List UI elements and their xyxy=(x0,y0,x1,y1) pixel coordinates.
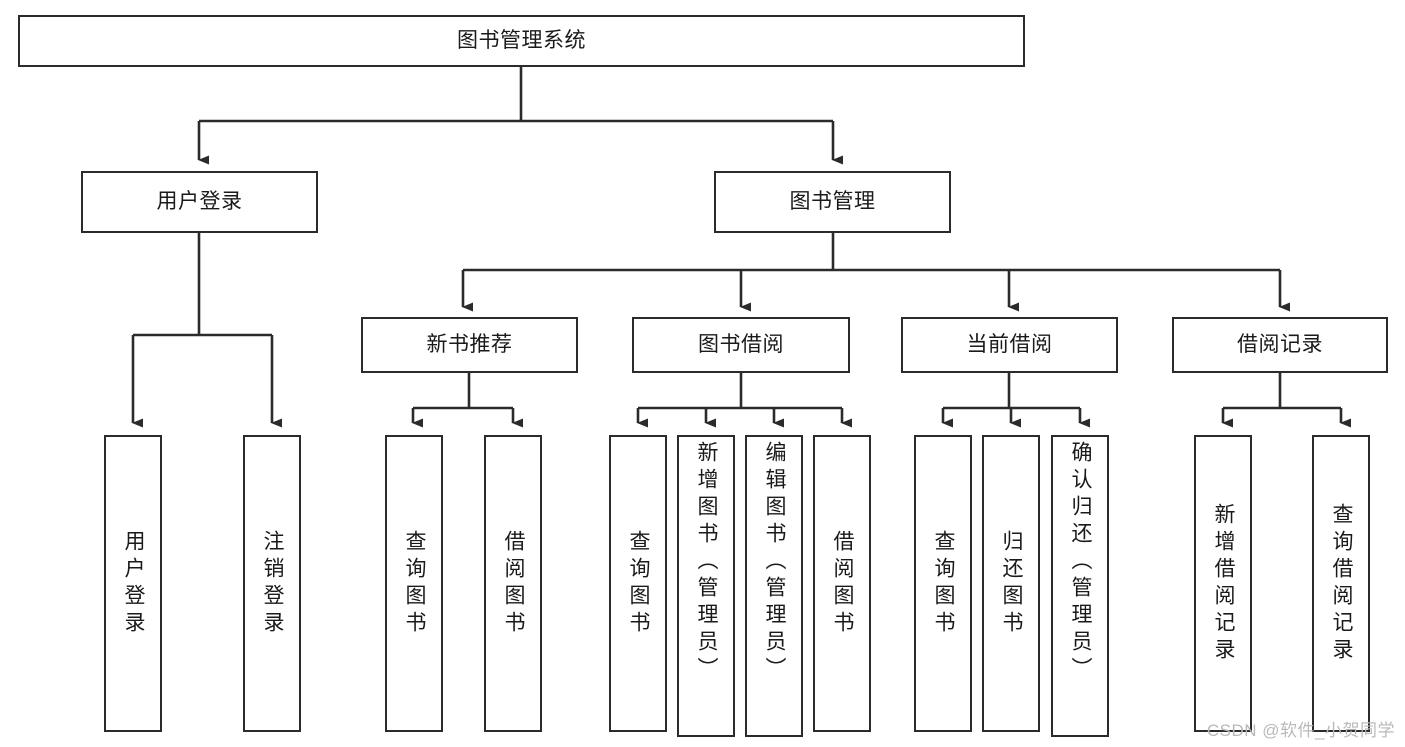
node-book-manage-label: 图书管理 xyxy=(789,190,876,214)
leaf-add-book[interactable]: 新增图书（管理员） xyxy=(677,435,735,737)
leaf-borrow-book[interactable]: 借阅图书 xyxy=(813,435,871,732)
node-user-login[interactable]: 用户登录 xyxy=(81,171,318,233)
leaf-confirm-return-label: 确认归还（管理员） xyxy=(1069,441,1093,684)
leaf-user-login[interactable]: 用户登录 xyxy=(104,435,162,732)
leaf-query-book-cur[interactable]: 查询图书 xyxy=(914,435,972,732)
leaf-logout-login[interactable]: 注销登录 xyxy=(243,435,301,732)
leaf-confirm-return[interactable]: 确认归还（管理员） xyxy=(1051,435,1109,737)
node-current-borrow-label: 当前借阅 xyxy=(966,333,1053,357)
node-book-manage[interactable]: 图书管理 xyxy=(714,171,951,233)
leaf-user-login-label: 用户登录 xyxy=(122,529,146,638)
leaf-query-book-borrow[interactable]: 查询图书 xyxy=(609,435,667,732)
leaf-borrow-book-rec-label: 借阅图书 xyxy=(502,529,526,638)
leaf-logout-login-label: 注销登录 xyxy=(261,529,285,638)
leaf-query-book-cur-label: 查询图书 xyxy=(932,529,956,638)
leaf-query-book-rec-label: 查询图书 xyxy=(403,529,427,638)
node-user-login-label: 用户登录 xyxy=(156,190,243,214)
leaf-edit-book-label: 编辑图书（管理员） xyxy=(763,441,787,684)
leaf-query-record-label: 查询借阅记录 xyxy=(1330,502,1354,665)
node-root[interactable]: 图书管理系统 xyxy=(18,15,1025,67)
node-book-borrow-label: 图书借阅 xyxy=(698,333,784,357)
node-new-book-recommend[interactable]: 新书推荐 xyxy=(361,317,578,373)
leaf-return-book[interactable]: 归还图书 xyxy=(982,435,1040,732)
leaf-query-book-borrow-label: 查询图书 xyxy=(627,529,651,638)
leaf-edit-book[interactable]: 编辑图书（管理员） xyxy=(745,435,803,737)
node-borrow-record-label: 借阅记录 xyxy=(1237,333,1323,357)
leaf-return-book-label: 归还图书 xyxy=(1000,529,1024,638)
leaf-add-record-label: 新增借阅记录 xyxy=(1212,502,1236,665)
leaf-add-book-label: 新增图书（管理员） xyxy=(695,441,719,684)
node-new-book-recommend-label: 新书推荐 xyxy=(426,333,513,357)
node-borrow-record[interactable]: 借阅记录 xyxy=(1172,317,1388,373)
watermark-text: CSDN @软件_小贺同学 xyxy=(1206,721,1395,740)
node-book-borrow[interactable]: 图书借阅 xyxy=(632,317,850,373)
leaf-borrow-book-rec[interactable]: 借阅图书 xyxy=(484,435,542,732)
leaf-query-record[interactable]: 查询借阅记录 xyxy=(1312,435,1370,732)
leaf-add-record[interactable]: 新增借阅记录 xyxy=(1194,435,1252,732)
node-root-label: 图书管理系统 xyxy=(457,29,586,53)
leaf-query-book-rec[interactable]: 查询图书 xyxy=(385,435,443,732)
leaf-borrow-book-label: 借阅图书 xyxy=(831,529,855,638)
node-current-borrow[interactable]: 当前借阅 xyxy=(901,317,1118,373)
